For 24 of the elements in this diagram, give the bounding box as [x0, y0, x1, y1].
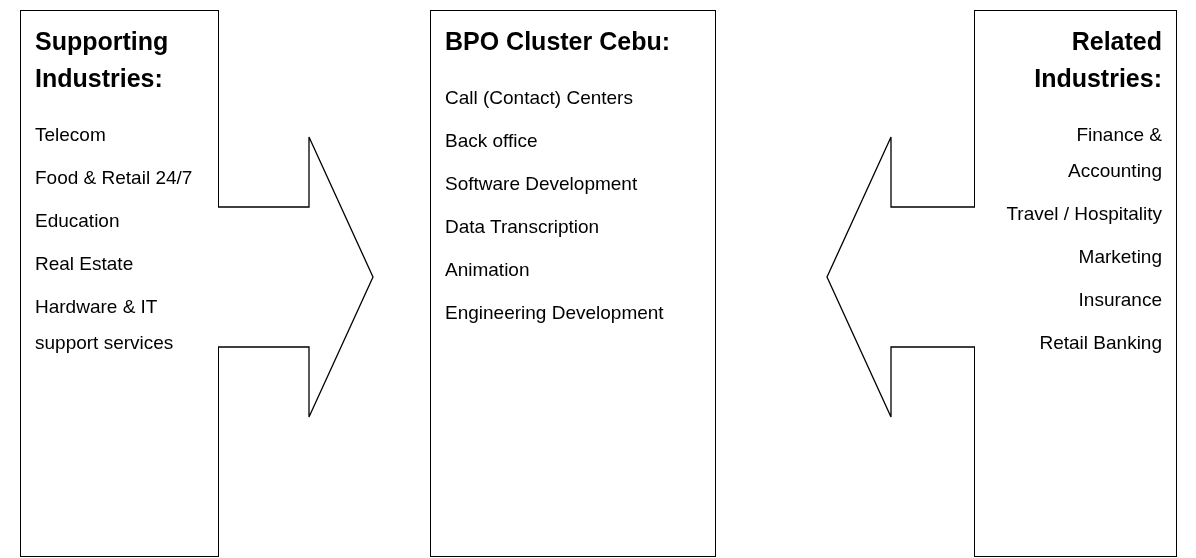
list-item: Call (Contact) Centers — [445, 86, 634, 110]
text-box — [430, 10, 716, 557]
list-item: Engineering Development — [445, 301, 665, 325]
list-item: Data Transcription — [445, 215, 601, 239]
list-item: Travel / Hospitality — [1005, 202, 1162, 226]
block-arrow — [826, 136, 976, 418]
text-box — [974, 10, 1177, 557]
list-item: Education — [35, 209, 121, 233]
list-item: Animation — [445, 258, 531, 282]
list-item: Food & Retail 24/7 — [35, 166, 194, 190]
text-box — [20, 10, 219, 557]
list-item: Finance & Accounting — [1067, 123, 1162, 183]
list-item: Retail Banking — [1038, 331, 1162, 355]
list-item: Insurance — [1077, 288, 1162, 312]
list-item: Back office — [445, 129, 539, 153]
list-item: Real Estate — [35, 252, 135, 276]
box-heading: Supporting Industries: — [35, 26, 170, 94]
list-item: Software Development — [445, 172, 639, 196]
list-item: Telecom — [35, 123, 107, 147]
list-item: Marketing — [1077, 245, 1162, 269]
list-item: Hardware & IT support services — [35, 295, 175, 355]
box-heading: Related Industries: — [1033, 26, 1162, 94]
block-arrow — [217, 136, 374, 418]
box-heading: BPO Cluster Cebu: — [445, 26, 672, 57]
